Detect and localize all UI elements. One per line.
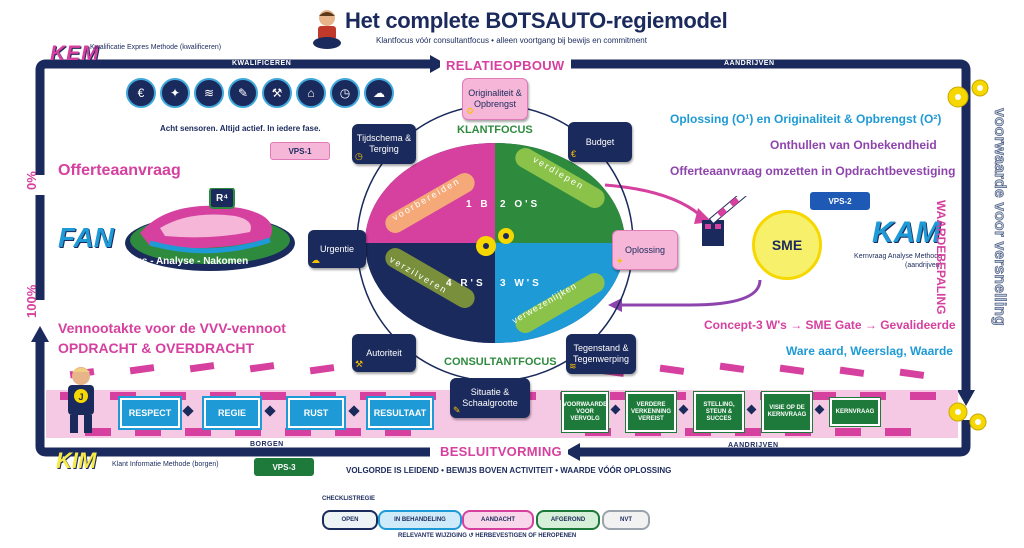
regie-button[interactable]: REGIE	[202, 396, 262, 430]
node-urgentie[interactable]: Urgentie☁	[308, 230, 366, 268]
vertical-voorwaarde: voorwaarde voor versnelling	[990, 108, 1009, 378]
euro-icon[interactable]: €	[126, 78, 156, 108]
node-autoriteit-label: Autoriteit	[366, 347, 402, 358]
concept-line: Concept-3 W's → SME Gate → Gevalideerde	[704, 318, 956, 332]
kem-caption: Kwalificatie Expres Methode (kwalificere…	[90, 44, 222, 51]
page-subtitle: Klantfocus vóór consultantfocus • alleen…	[376, 36, 647, 45]
clock-icon: ◷	[355, 151, 363, 161]
consultantfocus-label: CONSULTANTFOCUS	[444, 356, 557, 368]
node-originaliteit[interactable]: Originaliteit & Opbrengst⚙	[462, 78, 528, 120]
node-budget[interactable]: Budget €	[568, 122, 632, 162]
wind-icon[interactable]: ≋	[194, 78, 224, 108]
section-relatieopbouw: RELATIEOPBOUW	[440, 58, 571, 73]
vertical-voorwaarde-text: voorwaarde voor versnelling	[991, 108, 1009, 326]
checklist-aandacht[interactable]: AANDACHT	[462, 510, 534, 530]
kim-caption: Klant Informatie Methode (borgen)	[112, 461, 219, 468]
node-budget-label: Budget	[585, 136, 615, 147]
node-autoriteit[interactable]: Autoriteit⚒	[352, 334, 416, 372]
bar-label-aandrijven-bottom: AANDRIJVEN	[728, 442, 779, 449]
node-urgentie-label: Urgentie	[319, 243, 355, 254]
principles-line: VOLGORDE IS LEIDEND • BEWIJS BOVEN ACTIV…	[346, 466, 672, 475]
kim-logo: KIM	[56, 448, 97, 473]
right-line-2: Onthullen van Onbekendheid	[770, 138, 937, 152]
page-title: Het complete BOTSAUTO-regiemodel	[345, 8, 728, 33]
fan-caption: Focus - Analyse - Nakomen	[118, 256, 249, 267]
offerteaanvraag-heading: Offerteaanvraag	[58, 162, 181, 179]
right-line-3: Offerteaanvraag omzetten in Opdrachtbeve…	[670, 164, 956, 178]
klantfocus-label: KLANTFOCUS	[457, 124, 533, 136]
node-tijdschema-label: Tijdschema & Terging	[356, 133, 412, 154]
barrier-gate-icon	[702, 196, 760, 246]
node-tijdschema[interactable]: Tijdschema & Terging◷	[352, 124, 416, 164]
node-oplossing-label: Oplossing	[624, 244, 666, 255]
verkenning-button[interactable]: VERDERE VERKENNING VEREIST	[625, 391, 677, 433]
wind-icon: ≋	[569, 361, 577, 371]
svg-text:J: J	[78, 392, 83, 402]
bulb-icon: ✦	[616, 256, 624, 266]
clock-icon[interactable]: ◷	[330, 78, 360, 108]
kam-caption: Kernvraag Analyse Methode (aandrijven)	[854, 253, 942, 269]
bulb-icon[interactable]: ✦	[160, 78, 190, 108]
bumper-car-illustration	[125, 188, 295, 271]
vertical-waardebepaling-text: WAARDEBEPALING	[934, 200, 948, 315]
node-tegenstand[interactable]: Tegenstand & Tegenwerping≋	[566, 334, 636, 374]
checklist-afgerond[interactable]: AFGEROND	[536, 510, 600, 530]
cloud-icon: ☁	[311, 255, 320, 265]
bar-label-aandrijven-top: AANDRIJVEN	[724, 60, 775, 67]
voorwaarde-button[interactable]: VOORWAARDE VOOR VERVOLG	[561, 391, 609, 433]
pct-100-label: 100%	[24, 284, 39, 318]
cloud-icon[interactable]: ☁	[364, 78, 394, 108]
kem-logo: KEM	[50, 42, 100, 65]
checklist-nvt[interactable]: NVT	[602, 510, 650, 530]
checklist-footer: RELEVANTE WIJZIGING ↺ HERBEVESTIGEN OF H…	[398, 533, 577, 539]
stelling-button[interactable]: STELLING, STEUN & SUCCES	[693, 391, 745, 433]
checklist-open[interactable]: OPEN	[322, 510, 378, 530]
vps-1-badge[interactable]: VPS-1	[270, 142, 330, 160]
w-line: Ware aard, Weerslag, Waarde	[786, 344, 953, 358]
edit-icon[interactable]: ✎	[228, 78, 258, 108]
rust-button[interactable]: RUST	[286, 396, 346, 430]
sme-circle[interactable]: SME	[752, 210, 822, 280]
checklist-in-behandeling[interactable]: IN BEHANDELING	[378, 510, 462, 530]
bar-label-borgen: BORGEN	[250, 441, 284, 448]
header-mascot	[312, 8, 342, 50]
node-situatie-label: Situatie & Schaalgrootte	[462, 387, 518, 408]
hammer-icon[interactable]: ⚒	[262, 78, 292, 108]
sme-label: SME	[771, 237, 803, 253]
edit-icon: ✎	[453, 405, 461, 415]
sensor-note: Acht sensoren. Altijd actief. In iedere …	[160, 124, 321, 133]
car-badge: R⁴	[216, 193, 229, 204]
focus-wheel	[356, 104, 634, 382]
quadrant-3-label: 3 W'S	[500, 278, 542, 289]
gear-icon: ⚙	[466, 106, 475, 116]
kam-logo: KAM	[872, 216, 941, 249]
kernvraag-button[interactable]: KERNVRAAG	[829, 397, 881, 427]
vvv-subtitle: OPDRACHT & OVERDRACHT	[58, 340, 254, 356]
vvv-title: Vennootakte voor de VVV-vennoot	[58, 320, 286, 336]
home-icon[interactable]: ⌂	[296, 78, 326, 108]
pct-0-label: 0%	[24, 171, 39, 190]
node-originaliteit-label: Originaliteit & Opbrengst	[468, 88, 522, 109]
fan-logo: FAN	[58, 222, 114, 253]
visie-button[interactable]: VISIE OP DE KERNVRAAG	[761, 391, 813, 433]
node-oplossing[interactable]: Oplossing✦	[612, 230, 678, 270]
hammer-icon: ⚒	[355, 359, 364, 369]
node-tegenstand-label: Tegenstand & Tegenwerping	[572, 343, 630, 364]
right-line-1: Oplossing (O¹) en Originaliteit & Opbren…	[670, 112, 942, 126]
quadrant-2-label: 2 O'S	[500, 199, 541, 210]
quadrant-4-label: 4 R'S	[446, 278, 486, 289]
bar-label-kwalificeren: KWALIFICEREN	[232, 60, 292, 67]
quadrant-1-label: 1 B	[466, 199, 491, 210]
resultaat-button[interactable]: RESULTAAT	[366, 396, 434, 430]
respect-button[interactable]: RESPECT	[118, 396, 182, 430]
kim-mascot: J	[68, 367, 94, 433]
section-besluitvorming: BESLUITVORMING	[434, 444, 568, 459]
vps-2-badge[interactable]: VPS-2	[810, 192, 870, 210]
vps-3-badge[interactable]: VPS-3	[254, 458, 314, 476]
node-situatie[interactable]: Situatie & Schaalgrootte✎	[450, 378, 530, 418]
euro-icon: €	[571, 149, 577, 159]
checklist-title: CHECKLISTREGIE	[322, 496, 376, 502]
